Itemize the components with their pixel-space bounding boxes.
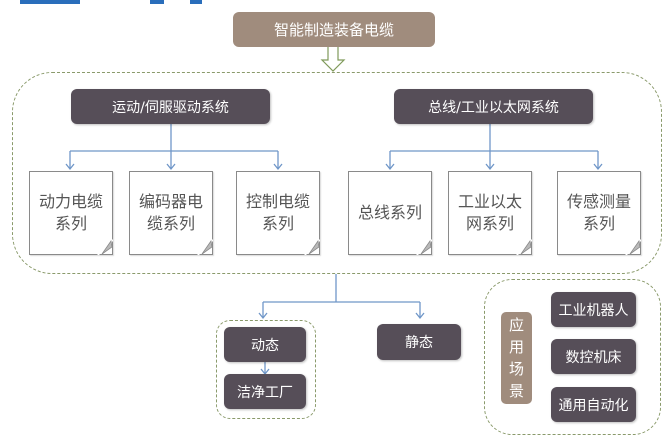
cropped-header-text [0,0,300,4]
page-curl-icon [625,239,641,255]
series-label: 工业以太 网系列 [457,192,522,233]
applications-title: 应 用 场 景 [501,312,532,404]
page-curl-icon [516,239,532,255]
series-doc-control-cable: 控制电缆 系列 [236,171,320,255]
series-doc-power-cable: 动力电缆 系列 [29,171,113,255]
root-node-label: 智能制造装备电缆 [273,21,394,39]
page-curl-icon [197,239,213,255]
series-doc-encoder-cable: 编码器电 缆系列 [129,171,213,255]
page-curl-icon [416,239,432,255]
system-label: 运动/伺服驱动系统 [112,99,229,116]
application-cnc-machine: 数控机床 [551,339,636,374]
application-label: 通用自动化 [558,397,629,414]
series-doc-bus: 总线系列 [348,171,432,255]
application-industrial-robot: 工业机器人 [551,292,636,327]
series-label: 总线系列 [357,203,422,222]
state-label: 动态 [251,337,279,354]
state-clean-factory: 洁净工厂 [224,374,306,409]
series-label: 控制电缆 系列 [245,192,310,233]
down-arrow-icon [320,45,346,72]
dynamic-group [216,320,316,419]
system-label: 总线/工业以太网系统 [428,99,559,116]
page-curl-icon [304,239,320,255]
application-label: 数控机床 [565,349,622,366]
system-motion-servo: 运动/伺服驱动系统 [71,89,270,124]
application-label: 工业机器人 [558,302,629,319]
application-general-automation: 通用自动化 [551,387,636,422]
series-label: 编码器电 缆系列 [138,192,203,233]
right-system-connectors [385,123,603,171]
state-label: 静态 [405,335,433,351]
root-node: 智能制造装备电缆 [233,12,435,47]
series-doc-industrial-ethernet: 工业以太 网系列 [448,171,532,255]
state-connectors [258,274,425,376]
series-doc-sensor-measurement: 传感测量 系列 [557,171,641,255]
state-label: 洁净工厂 [237,384,293,401]
applications-group [484,279,661,435]
series-label: 传感测量 系列 [566,192,631,233]
series-label: 动力电缆 系列 [38,192,103,233]
state-static: 静态 [377,324,461,360]
system-bus-ethernet: 总线/工业以太网系统 [394,89,593,124]
left-system-connectors [65,123,283,171]
applications-title-label: 应 用 场 景 [508,316,524,400]
systems-container [12,72,662,274]
state-dynamic: 动态 [224,327,306,362]
page-curl-icon [97,239,113,255]
